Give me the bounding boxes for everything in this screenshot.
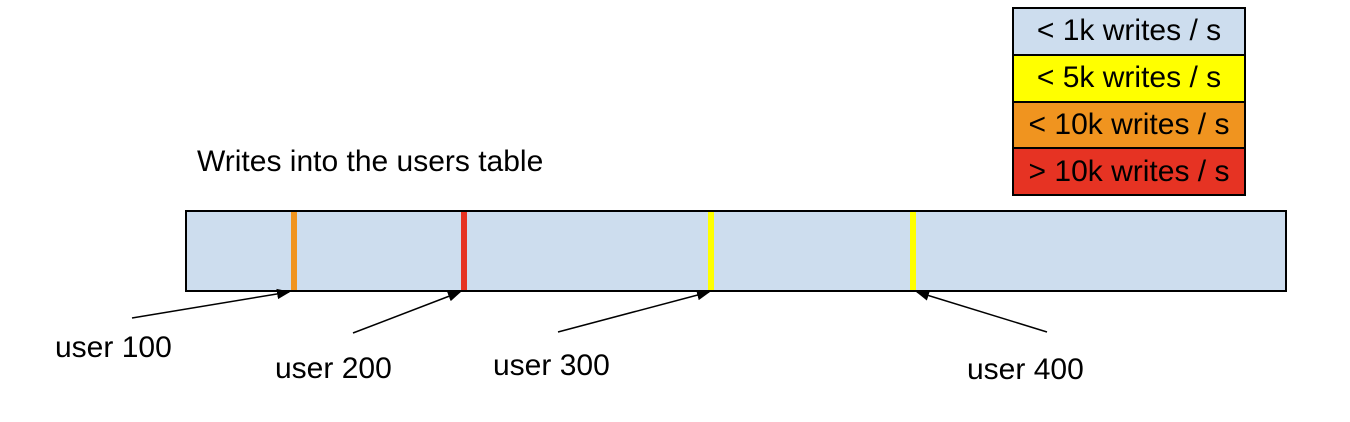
legend-item-gt-10k: > 10k writes / s — [1014, 147, 1244, 194]
arrow-user-100 — [131, 288, 291, 319]
stripe-user-100 — [290, 212, 297, 290]
stripe-user-300 — [707, 212, 714, 290]
arrow-user-300 — [557, 289, 711, 333]
arrow-user-400 — [915, 290, 1048, 333]
legend-item-label: < 5k writes / s — [1036, 61, 1222, 95]
stripe-user-400 — [909, 212, 916, 290]
legend-item-lt-1k: < 1k writes / s — [1014, 9, 1244, 54]
legend-item-label: < 1k writes / s — [1036, 14, 1222, 48]
label-user-400: user 400 — [967, 353, 1084, 386]
legend-item-label: < 10k writes / s — [1028, 107, 1230, 141]
users-table-bar — [185, 210, 1287, 292]
label-user-300: user 300 — [493, 349, 610, 382]
stripe-user-200 — [460, 212, 467, 290]
arrow-user-200 — [352, 291, 462, 334]
diagram-title: Writes into the users table — [197, 145, 544, 178]
label-user-100: user 100 — [55, 331, 172, 364]
legend-item-lt-10k: < 10k writes / s — [1014, 100, 1244, 148]
write-rate-legend: < 1k writes / s < 5k writes / s < 10k wr… — [1012, 7, 1246, 196]
legend-item-lt-5k: < 5k writes / s — [1014, 53, 1244, 101]
label-user-200: user 200 — [275, 352, 392, 385]
legend-item-label: > 10k writes / s — [1028, 154, 1230, 188]
